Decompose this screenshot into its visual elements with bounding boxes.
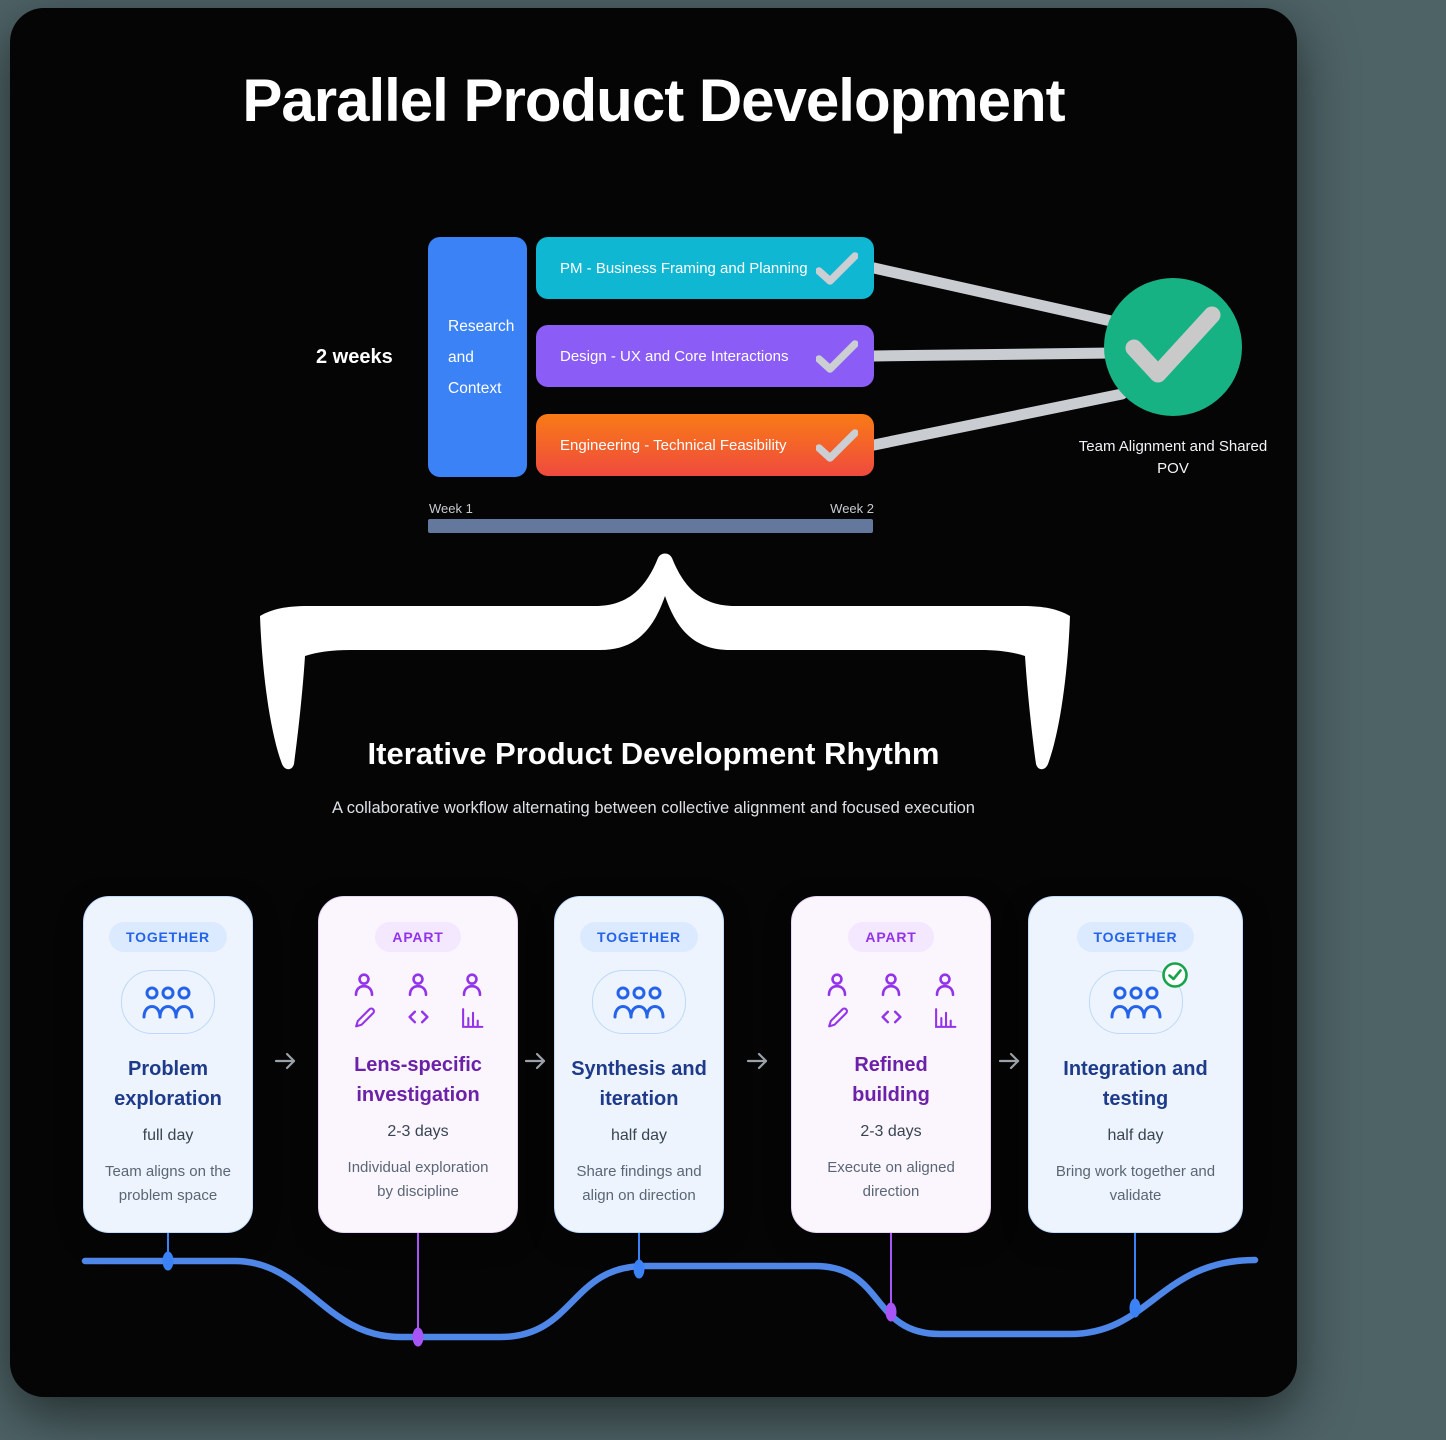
week-axis-bar — [428, 519, 873, 533]
phase-duration: half day — [610, 1127, 668, 1144]
rhythm-wave — [81, 1251, 1259, 1347]
week1-label: Week 1 — [429, 501, 473, 516]
chart-icon — [934, 1008, 956, 1028]
pm-lens — [932, 972, 958, 1030]
mode-badge: TOGETHER — [580, 922, 698, 952]
mode-badge: APART — [375, 922, 461, 952]
engineering-lens — [878, 972, 904, 1030]
rhythm-heading: Iterative Product Development Rhythm — [367, 736, 940, 771]
discipline-lenses — [824, 972, 958, 1030]
code-icon — [880, 1010, 902, 1024]
people-pill — [592, 970, 686, 1034]
phase-duration: half day — [1107, 1127, 1164, 1144]
track-design-label: Design - UX and Core Interactions — [560, 347, 789, 365]
check-icon — [816, 428, 858, 462]
track-pm-label: PM - Business Framing and Planning — [560, 259, 808, 277]
people-icon — [142, 986, 194, 1019]
phase-description: Execute on aligned direction — [827, 1159, 955, 1201]
track-design: Design - UX and Core Interactions — [536, 325, 874, 387]
pencil-icon — [827, 1007, 848, 1028]
phase-duration: 2-3 days — [387, 1123, 449, 1140]
people-pill — [1088, 970, 1183, 1034]
arrow-right-icon — [524, 1052, 546, 1070]
phase-duration: 2-3 days — [860, 1123, 922, 1140]
people-icon — [613, 986, 665, 1019]
person-icon — [354, 973, 374, 997]
phase-card-integration-testing: TOGETHER Integration and testing half da… — [1028, 896, 1243, 1233]
duration-label: 2 weeks — [316, 346, 393, 368]
engineering-lens — [405, 972, 431, 1030]
phase-description: Share findings and align on direction — [576, 1163, 702, 1205]
research-context-box: Research and Context — [428, 237, 527, 477]
people-icon — [1110, 986, 1161, 1019]
phase-title: Lens-specific investigation — [354, 1054, 482, 1106]
phase-title: Synthesis and iteration — [571, 1058, 707, 1110]
rhythm-subheading: A collaborative workflow alternating bet… — [332, 799, 975, 817]
code-icon — [407, 1010, 429, 1024]
design-lens — [824, 972, 850, 1030]
week-axis-labels: Week 1 Week 2 — [429, 501, 874, 516]
page-title: Parallel Product Development — [242, 67, 1065, 134]
mode-badge: TOGETHER — [109, 922, 227, 952]
phase-card-synthesis: TOGETHER Synthesis and iteration half da… — [554, 896, 724, 1233]
people-pill — [121, 970, 215, 1034]
week2-label: Week 2 — [830, 501, 874, 516]
brace-shape — [260, 553, 1070, 770]
phase-card-lens-investigation: APART Lens-specific investigation 2-3 da… — [318, 896, 518, 1233]
wave-connector — [167, 1233, 169, 1261]
phase-description: Individual exploration by discipline — [347, 1159, 489, 1201]
phase-duration: full day — [142, 1127, 194, 1144]
track-engineering-label: Engineering - Technical Feasibility — [560, 436, 787, 454]
phase-description: Bring work together and validate — [1055, 1163, 1216, 1205]
arrow-right-icon — [274, 1052, 296, 1070]
team-alignment-circle — [1104, 278, 1242, 416]
wave-connector — [417, 1233, 419, 1337]
chart-icon — [461, 1008, 483, 1028]
mode-badge: TOGETHER — [1076, 922, 1195, 952]
check-icon — [816, 251, 858, 285]
track-engineering: Engineering - Technical Feasibility — [536, 414, 874, 476]
phase-title: Integration and testing — [1063, 1058, 1208, 1110]
person-icon — [827, 973, 847, 997]
phase-title: Refined building — [852, 1054, 930, 1106]
wave-connector — [890, 1233, 892, 1312]
person-icon — [881, 973, 901, 997]
research-context-label: Research and Context — [448, 317, 515, 397]
phase-description: Team aligns on the problem space — [105, 1163, 231, 1205]
person-icon — [462, 973, 482, 997]
completed-check-icon — [1162, 962, 1188, 988]
track-pm: PM - Business Framing and Planning — [536, 237, 874, 299]
person-icon — [935, 973, 955, 997]
phase-card-refined-building: APART Refined building 2-3 days Execute … — [791, 896, 991, 1233]
phase-card-problem-exploration: TOGETHER Problem exploration full day Te… — [83, 896, 253, 1233]
discipline-lenses — [351, 972, 485, 1030]
wave-connector — [1134, 1233, 1136, 1308]
pencil-icon — [354, 1007, 375, 1028]
mode-badge: APART — [848, 922, 934, 952]
person-icon — [408, 973, 428, 997]
arrow-right-icon — [746, 1052, 768, 1070]
phase-title: Problem exploration — [114, 1058, 222, 1110]
infographic-panel: Parallel Product Development 2 weeks Res… — [10, 8, 1297, 1397]
design-lens — [351, 972, 377, 1030]
big-check-icon — [1125, 306, 1221, 383]
wave-connector — [638, 1233, 640, 1269]
check-icon — [816, 339, 858, 373]
arrow-right-icon — [998, 1052, 1020, 1070]
pm-lens — [459, 972, 485, 1030]
team-alignment-label: Team Alignment and Shared POV — [1078, 438, 1268, 477]
